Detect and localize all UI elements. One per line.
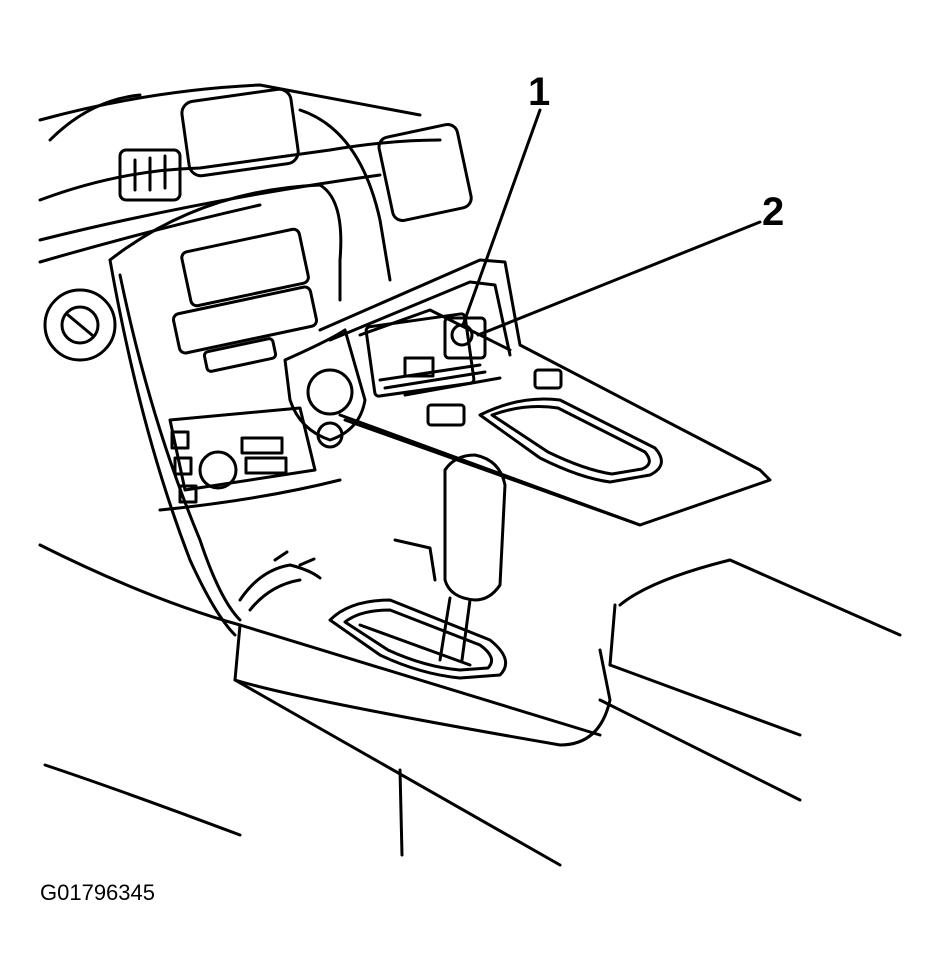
wiring-harness [238, 550, 322, 612]
storage-opening [478, 397, 663, 484]
lower-console [38, 543, 902, 867]
figure-id: G01796345 [40, 880, 155, 905]
leader-line-1 [461, 108, 542, 327]
upper-dashboard [38, 83, 473, 282]
shift-gate-bezel [328, 598, 508, 680]
callout-1: 1 [528, 70, 551, 114]
switch-component [443, 316, 487, 360]
indicator-module [364, 312, 502, 398]
console-buttons [426, 368, 563, 427]
vent-knob [43, 288, 117, 362]
shift-lever [393, 453, 507, 662]
callout-2: 2 [762, 190, 785, 234]
trim-bezel-left [283, 328, 367, 449]
console-trim-panel [318, 258, 772, 527]
leader-line-2 [476, 220, 762, 337]
center-stack [108, 183, 343, 637]
